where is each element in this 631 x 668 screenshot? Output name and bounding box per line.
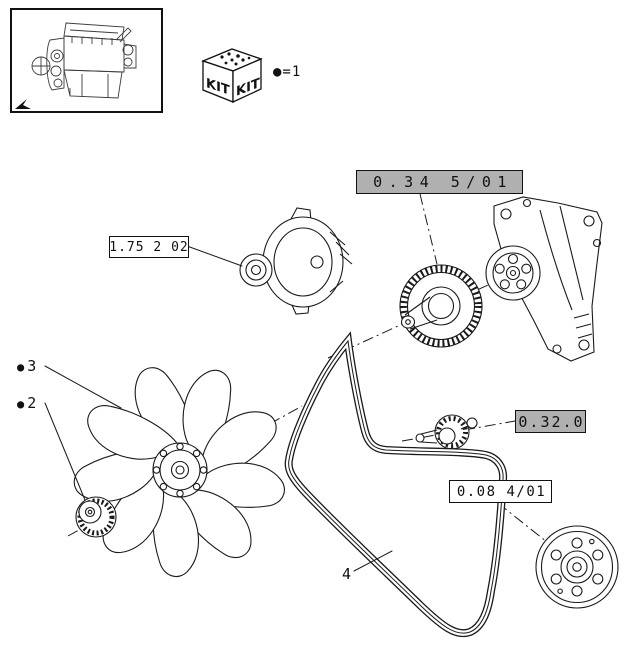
section-ref-code: 1.75 2 02	[109, 239, 189, 255]
section-ref-crankshaft-pulley[interactable]: 0.08 4/01	[449, 480, 552, 503]
bullet-marker: ●	[17, 359, 25, 374]
section-ref-fan-drive[interactable]: 0.34 5/01	[356, 170, 523, 194]
water-pump-pulley-drawing	[485, 245, 541, 301]
idler-pulley-drawing	[415, 414, 478, 450]
callout-part-3[interactable]: ● 3	[17, 359, 36, 374]
section-ref-code: 0.32.0	[518, 412, 585, 431]
alternator-drawing	[239, 207, 353, 315]
kit-quantity-note: ●=1	[273, 64, 302, 80]
nav-arrow-icon	[15, 99, 31, 109]
section-ref-code: 0.08 4/01	[456, 483, 547, 500]
section-ref-alternator[interactable]: 1.75 2 02	[109, 236, 189, 258]
callout-part-2[interactable]: ● 2	[17, 396, 36, 411]
fan-drawing	[70, 362, 292, 582]
engine-thumbnail-sketch	[31, 22, 137, 99]
water-pump-bracket-drawing	[493, 196, 603, 362]
callout-part-4[interactable]: 4	[342, 567, 351, 582]
kit-parts-dots	[220, 52, 251, 66]
engine-overview-thumbnail[interactable]	[10, 8, 163, 113]
leader-lines	[44, 245, 393, 572]
fan-drive-pulley-drawing	[399, 264, 483, 348]
kit-box-icon: KIT KIT	[201, 48, 263, 104]
crankshaft-pulley-drawing	[535, 525, 619, 609]
section-ref-idler[interactable]: 0.32.0	[515, 410, 586, 433]
kit-legend: KIT KIT ●=1	[197, 40, 327, 110]
fan-pulley-drawing	[75, 496, 117, 538]
bullet-marker: ●	[17, 396, 25, 411]
section-ref-code: 0.34 5/01	[373, 173, 513, 191]
callout-number: 2	[27, 394, 37, 412]
callout-number: 3	[27, 357, 37, 375]
callout-number: 4	[342, 565, 352, 583]
